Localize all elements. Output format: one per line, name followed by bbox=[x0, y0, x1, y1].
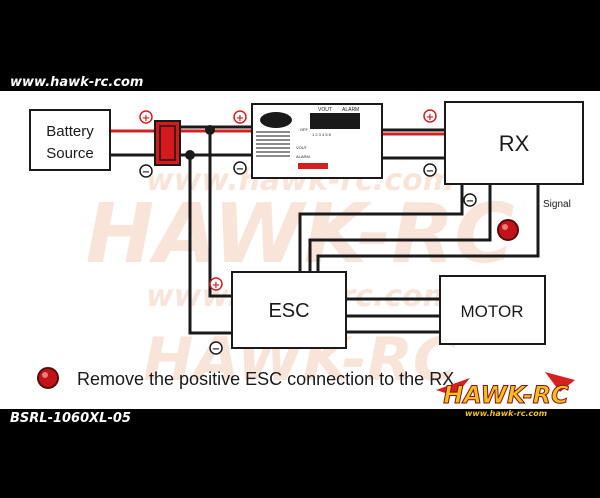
signal-label: Signal bbox=[543, 199, 571, 210]
switch-connector bbox=[154, 120, 181, 166]
plus-marker-esc: + bbox=[209, 277, 223, 291]
motor-box bbox=[439, 275, 546, 345]
rx-label: RX bbox=[499, 131, 530, 156]
rx-block: RX bbox=[444, 101, 584, 185]
minus-marker-rx: − bbox=[423, 163, 437, 177]
minus-marker-esc-cable: − bbox=[463, 193, 477, 207]
svg-text:−: − bbox=[212, 344, 220, 355]
plus-marker-battery: + bbox=[139, 110, 153, 124]
svg-text:+: + bbox=[426, 112, 434, 123]
svg-text:−: − bbox=[142, 167, 150, 178]
wires bbox=[108, 125, 540, 335]
logo-url: www.hawk-rc.com bbox=[465, 409, 547, 418]
battery-block: Battery Source bbox=[29, 109, 111, 171]
svg-text:−: − bbox=[466, 196, 474, 207]
junction-dot-pos bbox=[205, 125, 215, 135]
wire-esc-neg bbox=[188, 153, 234, 335]
motor-label: MOTOR bbox=[461, 302, 524, 321]
plus-marker-rx: + bbox=[423, 109, 437, 123]
module-logo bbox=[260, 112, 292, 128]
caption-marker-highlight bbox=[42, 372, 48, 378]
plus-marker-junction: + bbox=[233, 110, 247, 124]
logo-wing-right bbox=[545, 372, 575, 392]
motor-block: MOTOR bbox=[439, 275, 546, 345]
esc-box bbox=[231, 271, 347, 349]
svg-text:+: + bbox=[142, 113, 150, 124]
caption: Remove the positive ESC connection to th… bbox=[37, 367, 454, 389]
wire-esc-pos bbox=[208, 129, 234, 298]
red-connector-inner bbox=[159, 125, 176, 161]
svg-text:−: − bbox=[236, 164, 244, 175]
module-vout-row: VOUT bbox=[296, 145, 308, 150]
caption-marker-icon bbox=[37, 367, 59, 389]
logo-wing-left bbox=[436, 378, 470, 396]
module-led bbox=[298, 163, 328, 169]
module-alarm-row: ALARM bbox=[296, 154, 310, 159]
svg-text:+: + bbox=[236, 113, 244, 124]
wire-rx-esc-signal bbox=[316, 182, 540, 274]
battery-box bbox=[29, 109, 111, 171]
polarity-markers: + − + − + − − + bbox=[139, 109, 477, 355]
svg-text:+: + bbox=[212, 280, 220, 291]
esc-block: ESC bbox=[231, 271, 347, 349]
caption-text: Remove the positive ESC connection to th… bbox=[77, 369, 454, 389]
junction-dot-neg bbox=[185, 150, 195, 160]
site-url: www.hawk-rc.com bbox=[10, 75, 143, 90]
battery-label-line2: Source bbox=[46, 145, 94, 162]
minus-marker-esc: − bbox=[209, 341, 223, 355]
battery-label-line1: Battery bbox=[46, 123, 94, 140]
module-vout-label: VOUT bbox=[318, 107, 332, 113]
logo-brand: HAWK-RC bbox=[443, 381, 569, 409]
module-numbers-label: 1 2 3 4 5 6 bbox=[312, 132, 332, 137]
minus-marker-junction: − bbox=[233, 161, 247, 175]
rx-box bbox=[444, 101, 584, 185]
module-alarm-label: ALARM bbox=[342, 107, 359, 113]
wire-rx-esc-1 bbox=[298, 182, 464, 274]
esc-label: ESC bbox=[268, 300, 309, 322]
hawk-rc-logo: HAWK-RC www.hawk-rc.com bbox=[436, 372, 575, 418]
dip-switch bbox=[310, 113, 360, 129]
wire-rx-esc-2 bbox=[308, 182, 492, 274]
voltage-module: VOUT ALARM OFF 1 2 3 4 5 6 VOUT ALARM bbox=[251, 103, 383, 179]
module-off-label: OFF bbox=[300, 127, 309, 132]
remove-marker bbox=[497, 219, 519, 241]
svg-text:−: − bbox=[426, 166, 434, 177]
red-connector bbox=[154, 120, 181, 166]
module-stripes bbox=[256, 131, 290, 157]
minus-marker-battery: − bbox=[139, 164, 153, 178]
product-code: BSRL-1060XL-05 bbox=[10, 411, 131, 426]
